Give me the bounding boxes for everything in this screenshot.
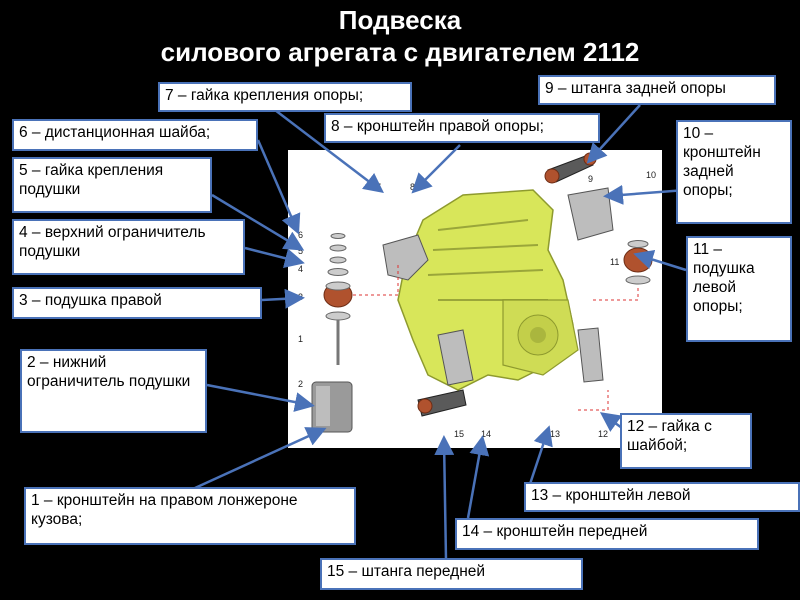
callout-13: 13	[550, 429, 560, 439]
callout-8: 8	[410, 182, 415, 192]
engine-drawing: 1 2 3 4 5 6 7 8 9 10 11 12 13 14 15	[298, 152, 656, 439]
label-8: 8 – кронштейн правой опоры;	[324, 113, 600, 143]
label-12: 12 – гайка с шайбой;	[620, 413, 752, 469]
callout-12: 12	[598, 429, 608, 439]
callout-1: 1	[298, 334, 303, 344]
callout-15: 15	[454, 429, 464, 439]
label-7: 7 – гайка крепления опоры;	[158, 82, 412, 112]
label-1: 1 – кронштейн на правом лонжероне кузова…	[24, 487, 356, 545]
arrow-14	[466, 435, 490, 519]
title-line-1: Подвеска	[338, 5, 462, 35]
label-2: 2 – нижний ограничитель подушки	[20, 349, 207, 433]
callout-7: 7	[376, 182, 381, 192]
right-mount-assembly	[311, 233, 429, 433]
front-mount-assembly	[417, 327, 604, 417]
title-line-2: силового агрегата с двигателем 2112	[160, 37, 640, 67]
callout-10: 10	[646, 170, 656, 180]
arrow-15	[434, 435, 455, 561]
label-10: 10 – кронштейн задней опоры;	[676, 120, 792, 224]
page-title: Подвеска силового агрегата с двигателем …	[0, 4, 800, 68]
engine-block	[397, 189, 579, 391]
engine-mount-illustration: 1 2 3 4 5 6 7 8 9 10 11 12 13 14 15	[288, 150, 662, 448]
label-5: 5 – гайка крепления подушки	[12, 157, 212, 213]
label-3: 3 – подушка правой	[12, 287, 262, 319]
label-14: 14 – кронштейн передней	[455, 518, 759, 550]
callout-4: 4	[298, 264, 303, 274]
callout-5: 5	[298, 246, 303, 256]
label-4: 4 – верхний ограничитель подушки	[12, 219, 245, 275]
dashed-guides	[353, 265, 639, 411]
label-15: 15 – штанга передней	[320, 558, 583, 590]
callout-9: 9	[588, 174, 593, 184]
callout-11: 11	[610, 257, 619, 267]
callout-3: 3	[298, 292, 303, 302]
label-11: 11 – подушка левой опоры;	[686, 236, 792, 342]
callout-6: 6	[298, 230, 303, 240]
label-9: 9 – штанга задней опоры	[538, 75, 776, 105]
callout-2: 2	[298, 379, 303, 389]
rear-mount-assembly	[544, 152, 653, 285]
label-13: 13 – кронштейн левой	[524, 482, 800, 512]
label-6: 6 – дистанционная шайба;	[12, 119, 258, 151]
callout-14: 14	[481, 429, 491, 439]
